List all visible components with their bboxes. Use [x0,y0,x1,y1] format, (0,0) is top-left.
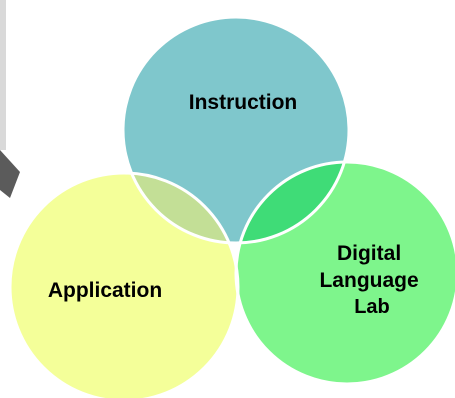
venn-label-application: Application [48,279,162,302]
venn-outline-instruction [121,15,351,245]
venn-label-line-language: Language [319,269,418,292]
venn-label-line-lab: Lab [354,296,390,318]
venn-label-digital-language-lab: Digital Language Lab [319,242,424,318]
venn-label-line-digital: Digital [337,242,401,265]
left-edge-bar [0,0,6,150]
left-edge-arrow-icon [0,150,20,198]
venn-label-instruction: Instruction [189,91,298,114]
venn-outline-digital-language-lab [234,160,455,386]
left-edge-arrow-graphic [0,0,20,198]
venn-overlap-instruction-lab [236,162,349,243]
